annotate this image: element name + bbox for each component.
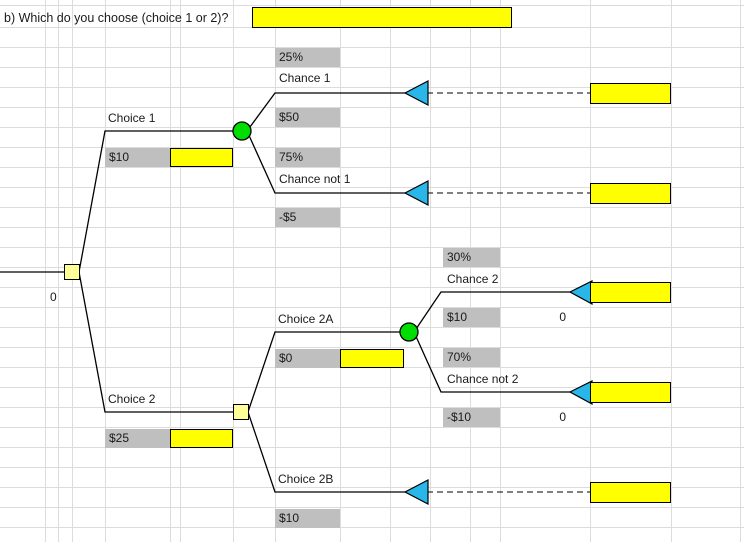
question-text: b) Which do you choose (choice 1 or 2)?	[4, 11, 229, 25]
chance1-probability-cell: 25%	[275, 48, 340, 67]
terminal-answer-input-chance-not-2[interactable]	[590, 382, 671, 403]
root-decision-node[interactable]	[64, 264, 80, 280]
choice2-label: Choice 2	[108, 392, 156, 406]
choice1-cost-cell: $10	[105, 148, 170, 167]
terminal-triangle-icon	[568, 380, 593, 406]
branch-chance1-line	[246, 92, 412, 132]
chance-not-2-payoff-cell: -$10	[443, 408, 500, 427]
question-answer-input[interactable]	[252, 7, 512, 28]
choice2-decision-node[interactable]	[233, 404, 249, 420]
branch-chance-not-2-line	[413, 331, 590, 393]
chance-not-2-label: Chance not 2	[447, 372, 519, 386]
chance-not-2-zero-value: 0	[559, 410, 566, 424]
branch-chance2-line	[413, 291, 590, 333]
terminal-triangle-icon	[403, 80, 429, 106]
chance2-zero-value: 0	[559, 310, 566, 324]
terminal-triangle-icon	[403, 479, 429, 505]
terminal-answer-input-chance-not-1[interactable]	[590, 183, 671, 204]
branch-choice2-line	[78, 271, 233, 413]
chance-not-2-probability-cell: 70%	[443, 348, 500, 367]
choice2b-cost-cell: $10	[275, 509, 340, 528]
choice2a-label: Choice 2A	[278, 312, 334, 326]
choice2a-cost-cell: $0	[275, 349, 340, 368]
choice1-label: Choice 1	[108, 111, 156, 125]
chance-not-1-payoff-cell: -$5	[275, 208, 340, 227]
choice2b-label: Choice 2B	[278, 472, 334, 486]
chance2-label: Chance 2	[447, 272, 499, 286]
branch-choice2b-line	[247, 411, 412, 493]
branch-choice2a-line	[247, 331, 404, 413]
terminal-answer-input-chance1[interactable]	[590, 83, 671, 104]
chance-not-1-label: Chance not 1	[279, 172, 351, 186]
terminal-answer-input-choice2b[interactable]	[590, 482, 671, 503]
chance1-label: Chance 1	[279, 71, 331, 85]
chance-not-1-probability-cell: 75%	[275, 148, 340, 167]
chance-node-icon[interactable]	[232, 121, 252, 141]
terminal-triangle-icon	[568, 280, 593, 306]
choice2-cost-cell: $25	[105, 429, 170, 448]
chance2-payoff-cell: $10	[443, 308, 500, 327]
choice2-value-input[interactable]	[170, 429, 233, 448]
branch-choice1-line	[78, 130, 237, 273]
terminal-answer-input-chance2[interactable]	[590, 282, 671, 303]
branch-chance-not-1-line	[246, 130, 412, 194]
choice1-value-input[interactable]	[170, 148, 233, 167]
chance1-payoff-cell: $50	[275, 108, 340, 127]
chance-node-icon[interactable]	[399, 322, 419, 342]
chance2-probability-cell: 30%	[443, 248, 500, 267]
terminal-triangle-icon	[403, 180, 429, 206]
choice2a-value-input[interactable]	[340, 349, 404, 368]
root-value-label: 0	[50, 290, 57, 304]
